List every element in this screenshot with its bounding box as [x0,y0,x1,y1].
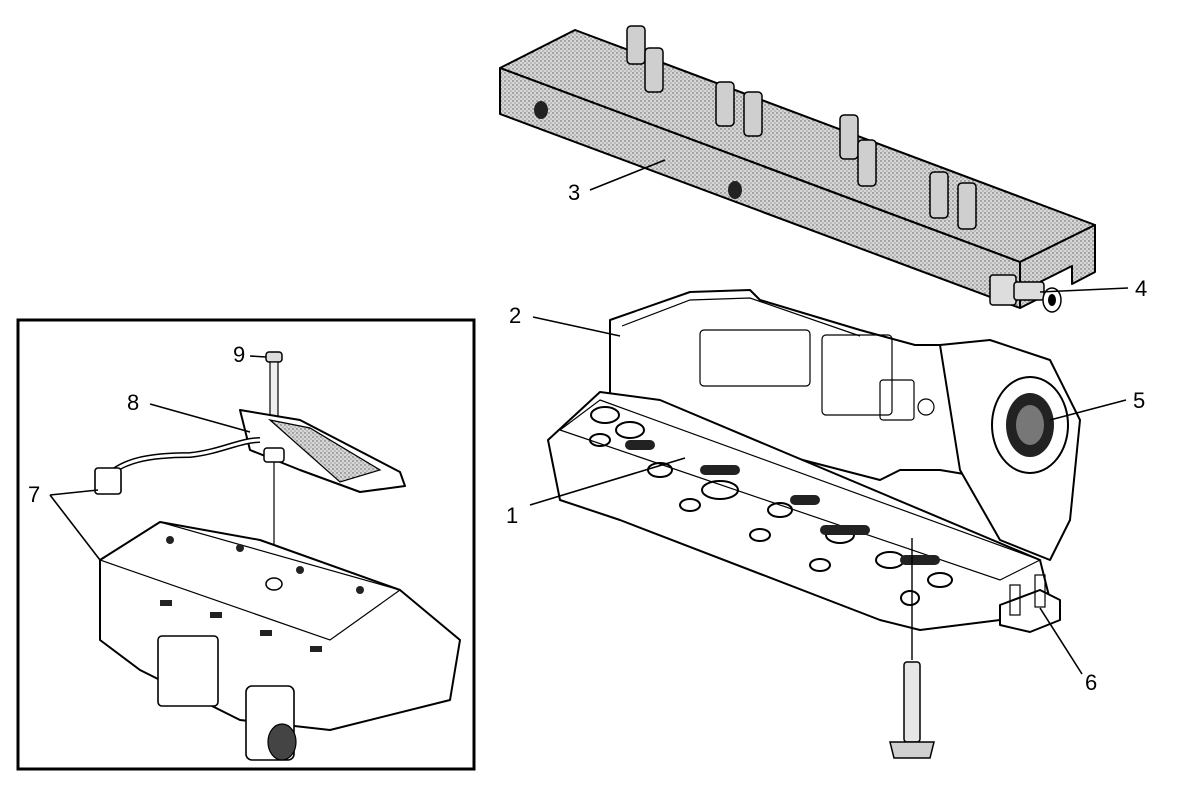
callout-4: 4 [1135,276,1147,301]
callout-7: 7 [28,482,40,507]
end-connector-component [989,274,1062,313]
inset-board-component [239,409,406,493]
bolt-component [889,538,935,759]
inset-panel [16,318,476,771]
inset-harness-component [94,437,261,495]
round-connector-component [939,339,1081,561]
leader-lines [49,159,1129,675]
leader-1 [529,457,686,506]
leader-7b [49,494,101,561]
callout-labels: 1 2 3 4 5 6 7 8 9 [28,180,1147,695]
callout-3: 3 [568,180,580,205]
bracket-component [999,574,1061,633]
gasket-openings [589,406,953,588]
fitting-pairs [626,25,977,230]
callout-6: 6 [1085,670,1097,695]
leader-7a [49,489,99,496]
inset-valve-body-component [98,521,461,761]
callout-8: 8 [127,390,139,415]
leader-8 [149,403,251,433]
leader-3 [589,159,666,191]
solenoid-block-component [499,25,1096,309]
leader-2 [532,316,621,337]
gasket-dark-rings [625,440,940,565]
callout-2: 2 [509,303,521,328]
callout-9: 9 [233,342,245,367]
leader-9 [249,355,267,358]
leader-5 [1049,399,1127,421]
callout-5: 5 [1133,388,1145,413]
leader-6 [1039,607,1083,675]
callout-1: 1 [506,503,518,528]
leader-4 [1039,287,1129,293]
